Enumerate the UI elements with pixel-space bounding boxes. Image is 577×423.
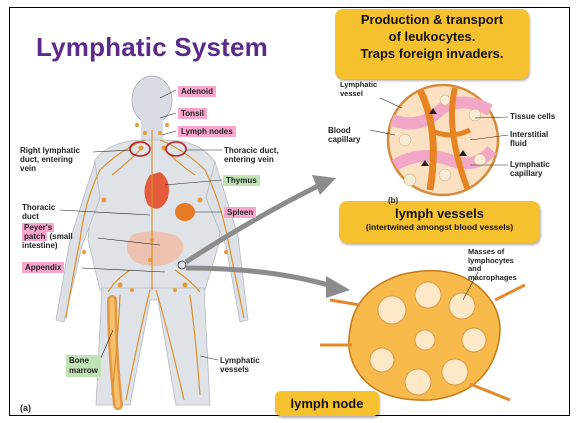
label-lymphatic-vessels: Lymphatic vessels: [220, 356, 260, 374]
callout-function-line-1: Production & transport: [335, 11, 529, 28]
slide-title: Lymphatic System: [36, 32, 268, 63]
callout-lymph-vessels-note: (intertwined amongst blood vessels): [339, 222, 540, 232]
label-interstitial-fluid: Interstitial fluid: [510, 130, 548, 148]
callout-lymph-vessels: lymph vessels (intertwined amongst blood…: [339, 201, 540, 243]
label-bone-marrow: Bone marrow: [66, 355, 101, 377]
label-masses: Masses of lymphocytes and macrophages: [468, 248, 517, 282]
label-blood-capillary: Blood capillary: [328, 126, 360, 144]
label-tonsil: Tonsil: [178, 108, 207, 119]
callout-lymph-node: lymph node: [275, 391, 379, 416]
callout-function: Production & transport of leukocytes. Tr…: [335, 9, 529, 79]
label-lymphatic-capillary: Lymphatic capillary: [510, 160, 550, 178]
label-tissue-cells: Tissue cells: [510, 112, 555, 121]
label-lymphatic-vessel: Lymphatic vessel: [340, 80, 377, 98]
label-appendix: Appendix: [22, 262, 64, 273]
panel-label-a: (a): [20, 404, 31, 413]
label-adenoid: Adenoid: [178, 86, 216, 97]
label-thymus: Thymus: [223, 175, 260, 186]
inset-b-circle: [370, 85, 508, 195]
callout-function-line-3: Traps foreign invaders.: [335, 45, 529, 62]
label-peyers-patch: Peyer's patch (small intestine): [22, 223, 73, 250]
callout-function-line-2: of leukocytes.: [335, 28, 529, 45]
label-spleen: Spleen: [224, 207, 256, 218]
label-lymph-nodes: Lymph nodes: [178, 126, 236, 137]
label-thoracic-duct-vein: Thoracic duct, entering vein: [224, 146, 279, 164]
label-thoracic-duct: Thoracic duct: [22, 203, 55, 221]
callout-lymph-vessels-title: lymph vessels: [339, 201, 540, 221]
label-right-lymphatic-duct: Right lymphatic duct, entering vein: [20, 146, 80, 173]
lymph-node-figure: [320, 271, 525, 400]
panel-label-b: (b): [388, 196, 398, 205]
